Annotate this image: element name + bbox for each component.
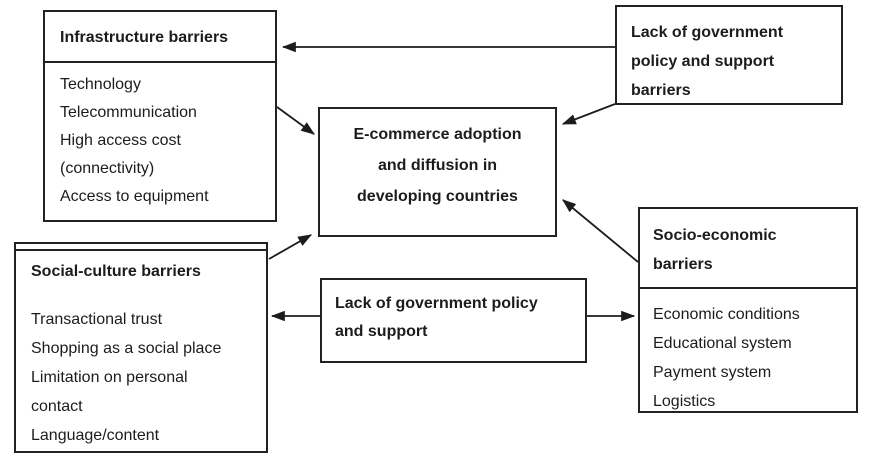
- infrastructure-barriers-list: Technology Telecommunication High access…: [45, 63, 275, 211]
- social-culture-barriers-header: Social-culture barriers: [31, 263, 201, 280]
- list-item: Shopping as a social place: [31, 340, 222, 357]
- header-divider: [43, 61, 277, 63]
- list-item: Payment system: [653, 364, 772, 381]
- arrow-infrastructure-to-center: [276, 106, 315, 135]
- list-item: Telecommunication: [60, 104, 197, 121]
- socio-economic-barriers-box: Socio-economic barriers Economic conditi…: [638, 207, 858, 413]
- gov-policy-barriers-box: Lack of government policy and support ba…: [615, 5, 843, 105]
- socio-economic-barriers-list: Economic conditions Educational system P…: [640, 289, 856, 416]
- infrastructure-barriers-header: Infrastructure barriers: [60, 29, 229, 46]
- list-item: Language/content: [31, 427, 160, 444]
- socio-economic-barriers-header: Socio-economic barriers: [653, 227, 777, 273]
- list-item: Educational system: [653, 335, 792, 352]
- list-item: Limitation on personal contact: [31, 369, 188, 415]
- double-top-line: [16, 249, 266, 251]
- arrow-govtop-to-center: [561, 103, 616, 125]
- list-item: High access cost (connectivity): [60, 132, 181, 177]
- list-item: Logistics: [653, 393, 716, 410]
- list-item: Access to equipment: [60, 188, 209, 205]
- gov-policy-support-title: Lack of government policy and support: [335, 295, 538, 340]
- arrow-socioeconomic-to-center: [562, 199, 639, 263]
- gov-policy-barriers-title: Lack of government policy and support ba…: [631, 24, 784, 99]
- list-item: Economic conditions: [653, 306, 800, 323]
- ecommerce-adoption-title: E-commerce adoption and diffusion in dev…: [353, 126, 522, 205]
- social-culture-barriers-box: Social-culture barriers Transactional tr…: [14, 242, 268, 453]
- ecommerce-adoption-box: E-commerce adoption and diffusion in dev…: [318, 107, 557, 237]
- list-item: Technology: [60, 76, 141, 93]
- social-culture-barriers-list: Transactional trust Shopping as a social…: [16, 286, 266, 450]
- arrow-socialculture-to-center: [268, 234, 313, 260]
- header-divider: [638, 287, 858, 289]
- list-item: Transactional trust: [31, 311, 163, 328]
- gov-policy-support-box: Lack of government policy and support: [320, 278, 587, 363]
- infrastructure-barriers-box: Infrastructure barriers Technology Telec…: [43, 10, 277, 222]
